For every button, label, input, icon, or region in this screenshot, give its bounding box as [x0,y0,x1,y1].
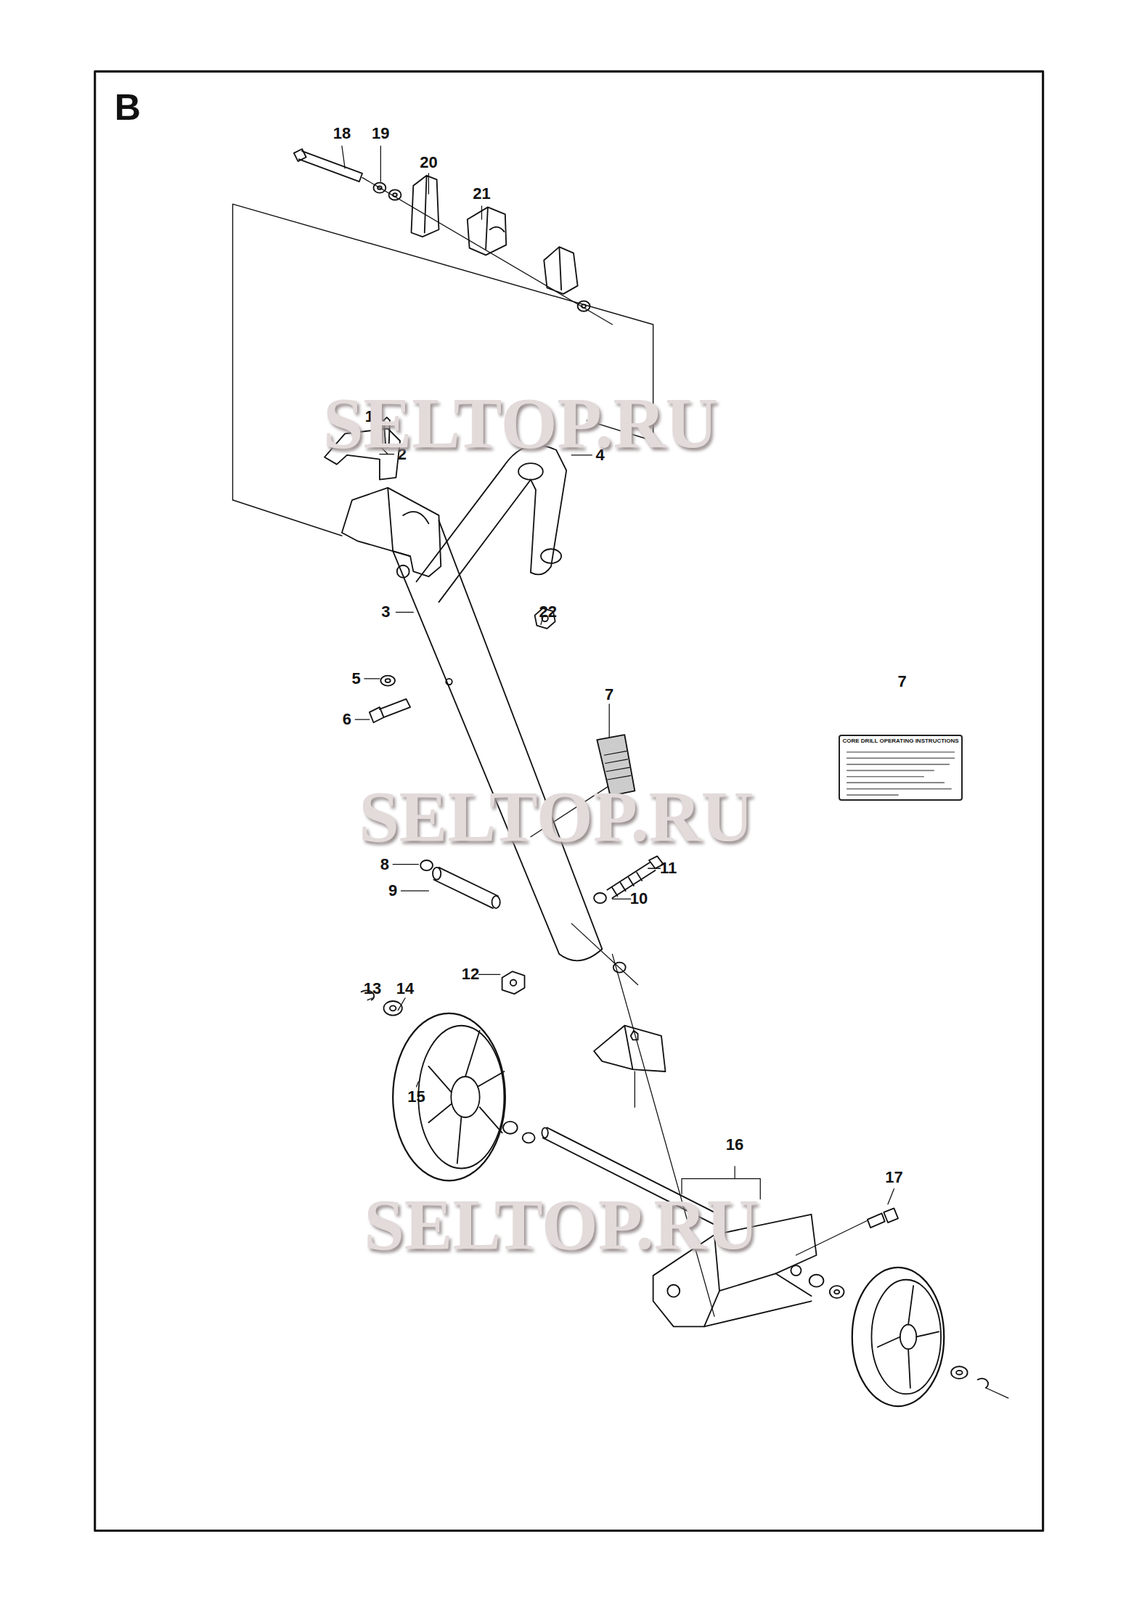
callout-number: 20 [419,154,438,171]
callout-number: 6 [342,711,352,728]
callout-number: 14 [396,980,414,997]
callout-number: 15 [407,1089,425,1105]
callout-number: 9 [388,882,398,899]
section-letter: B [114,89,141,126]
callout-number: 7 [898,673,907,690]
callout-number: 22 [539,604,557,621]
callout-number: 17 [884,1169,903,1186]
watermark: SELTOP.RU [323,386,719,460]
callout-number: 7 [604,686,614,703]
callout-number: 3 [381,604,390,621]
watermark: SELTOP.RU [363,1188,759,1262]
watermark: SELTOP.RU [358,780,754,854]
callout-number: 11 [659,860,677,877]
callout-number: 5 [351,670,361,687]
callout-number: 21 [472,185,491,202]
instruction-label: CORE DRILL OPERATING INSTRUCTIONS [838,734,962,801]
callout-number: 13 [363,980,382,997]
callout-number: 19 [371,125,390,142]
callout-number: 18 [333,125,351,142]
callout-number: 12 [461,966,480,983]
callout-number: 16 [726,1136,744,1153]
callout-number: 10 [630,890,648,907]
callout-number: 8 [380,856,390,873]
label-heading: CORE DRILL OPERATING INSTRUCTIONS [839,736,961,745]
